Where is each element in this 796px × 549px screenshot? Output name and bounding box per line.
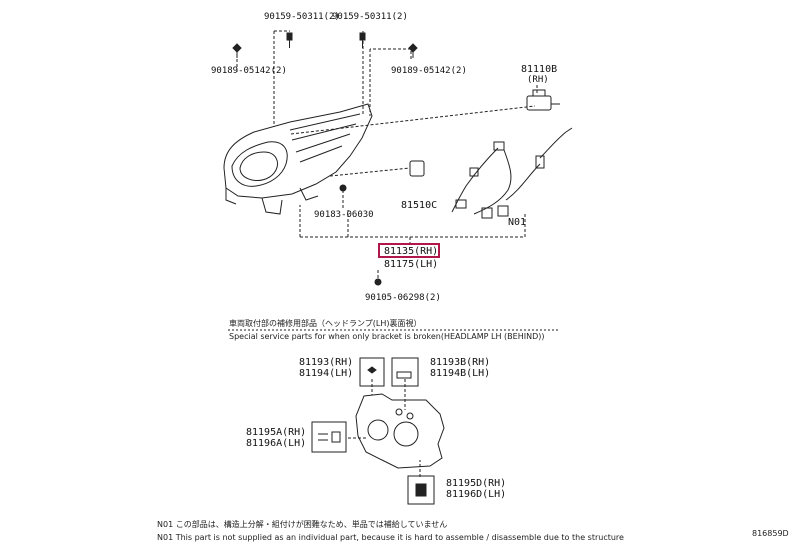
label-81195d-rh: 81195D(RH) xyxy=(446,478,507,489)
label-81194b-lh: 81194B(LH) xyxy=(430,368,491,379)
fastener-icons xyxy=(232,32,418,286)
label-81196d-lh: 81196D(LH) xyxy=(446,489,507,500)
label-81193-group: 81193(RH) 81194(LH) xyxy=(299,357,353,379)
label-81193-rh: 81193(RH) xyxy=(299,357,354,368)
label-part-81110b-side: (RH) xyxy=(527,75,549,85)
label-81195a-group: 81195A(RH) 81196A(LH) xyxy=(246,427,306,449)
label-bolt-left: 90189-05142(2) xyxy=(211,66,287,76)
label-81195a-rh: 81195A(RH) xyxy=(246,427,307,438)
leader-lines xyxy=(236,30,538,477)
section-title-en: Special service parts for when only brac… xyxy=(229,332,545,341)
bulb-81510c-drawing xyxy=(409,160,425,177)
label-main-part-lh[interactable]: 81175(LH) xyxy=(384,259,439,270)
wire-harness-drawing xyxy=(451,127,573,219)
headlamp-assembly xyxy=(223,103,373,215)
label-clip-90183: 90183-06030 xyxy=(314,210,374,220)
diagram-code: 816859D xyxy=(752,529,789,538)
label-81194-lh: 81194(LH) xyxy=(299,368,354,379)
label-n01: N01 xyxy=(508,217,527,228)
section-title-jp: 車両取付部の補修用部品（ヘッドランプ(LH)裏面視） xyxy=(229,319,422,328)
bracket-repair-drawing xyxy=(311,357,445,505)
label-81193b-rh: 81193B(RH) xyxy=(430,357,491,368)
label-screw-top-right: 90159-50311(2) xyxy=(332,12,408,22)
label-81193b-group: 81193B(RH) 81194B(LH) xyxy=(430,357,490,379)
label-part-81110b: 81110B xyxy=(521,64,558,75)
highlight-main-part xyxy=(378,243,440,258)
note-n01-en: N01 This part is not supplied as an indi… xyxy=(157,533,624,542)
socket-81110b-drawing xyxy=(526,89,560,111)
label-part-81510c: 81510C xyxy=(401,200,438,211)
note-n01-jp: N01 この部品は、構造上分解・組付けが困難なため、単品では補給していません xyxy=(157,520,448,529)
label-81195d-group: 81195D(RH) 81196D(LH) xyxy=(446,478,506,500)
label-nut-90105: 90105-06298(2) xyxy=(365,293,441,303)
label-main-part-rh[interactable]: 81135(RH) xyxy=(384,246,439,257)
label-bolt-right: 90189-05142(2) xyxy=(391,66,467,76)
label-screw-top-left: 90159-50311(2) xyxy=(264,12,340,22)
label-81196a-lh: 81196A(LH) xyxy=(246,438,307,449)
